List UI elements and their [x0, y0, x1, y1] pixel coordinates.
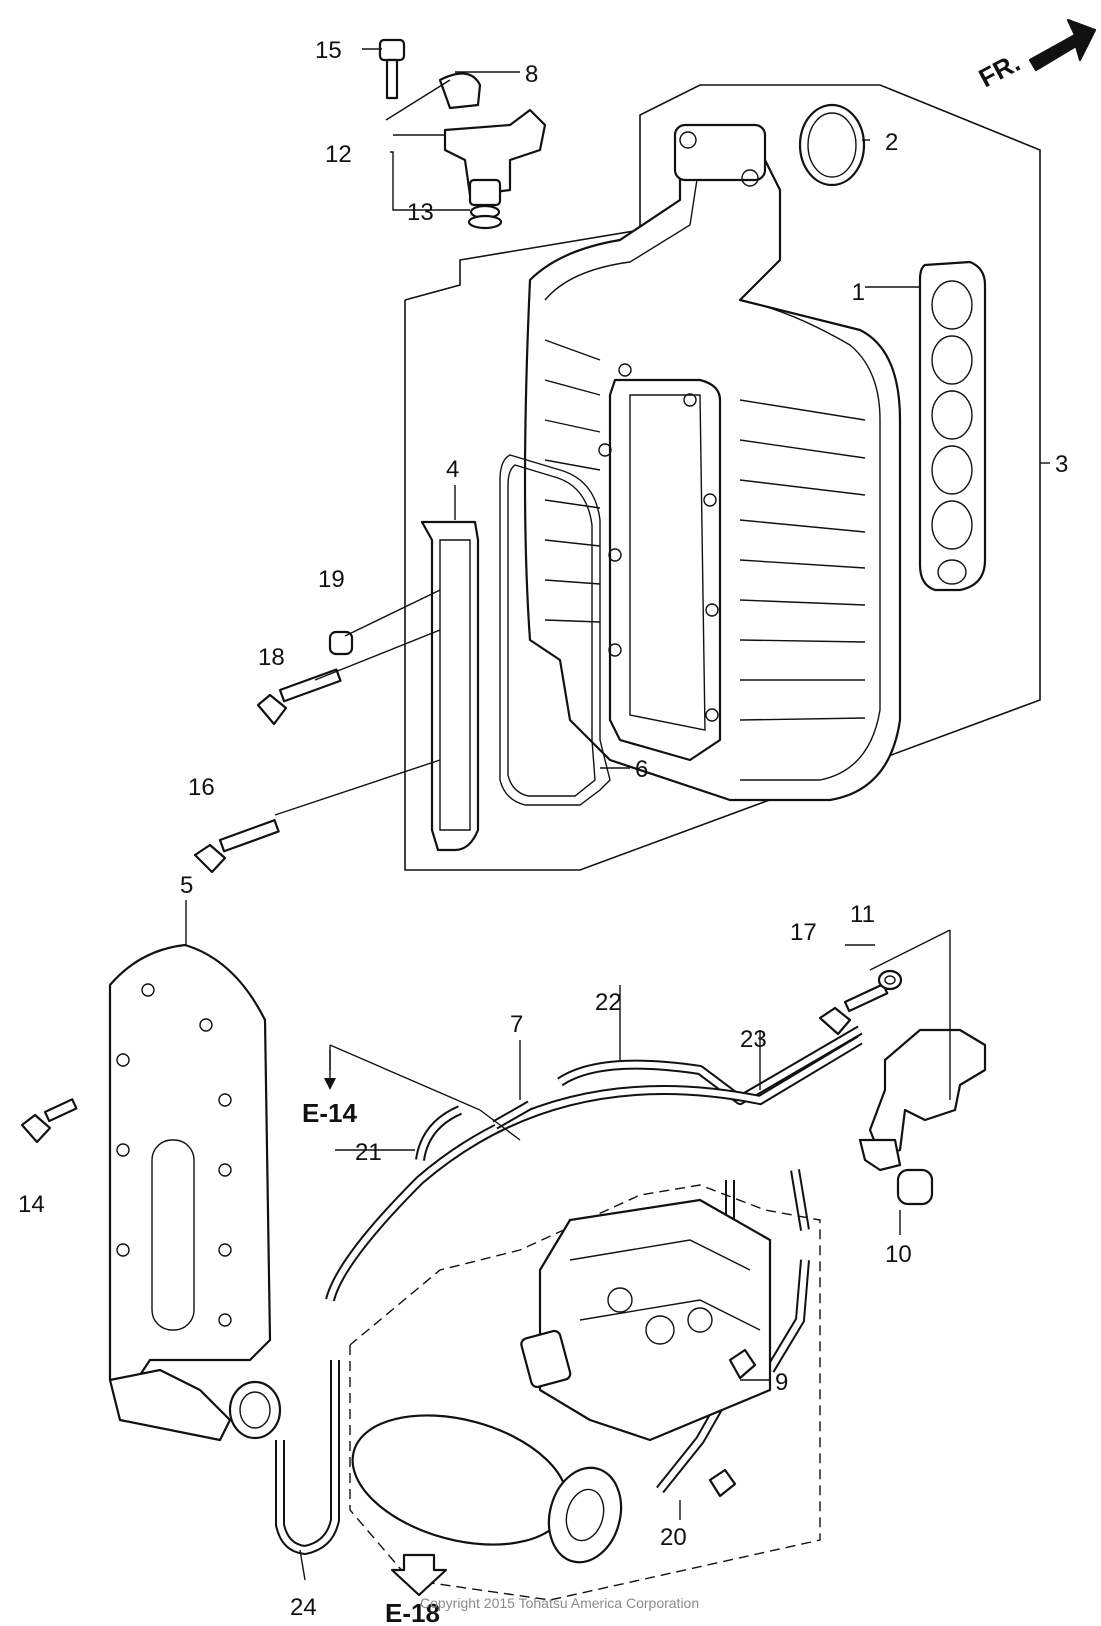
callout-8[interactable]: 8: [525, 61, 538, 88]
callout-4[interactable]: 4: [446, 456, 459, 483]
callout-20[interactable]: 20: [660, 1524, 687, 1551]
callout-19[interactable]: 19: [318, 566, 345, 593]
callout-21[interactable]: 21: [355, 1139, 382, 1166]
manifold-gasket: [918, 260, 987, 592]
callout-23[interactable]: 23: [740, 1026, 767, 1053]
bolts-left: [193, 630, 354, 874]
manifold-ribs: [544, 339, 866, 721]
upper-assembly-frame: [404, 84, 1041, 871]
cover-plate: [420, 520, 480, 852]
front-direction-indicator: FR.: [974, 18, 1097, 93]
lower-plate: [20, 943, 282, 1442]
callout-1[interactable]: 1: [852, 279, 865, 306]
callout-17[interactable]: 17: [790, 919, 817, 946]
callout-2[interactable]: 2: [885, 129, 898, 156]
callout-9[interactable]: 9: [775, 1369, 788, 1396]
callout-12[interactable]: 12: [325, 141, 352, 168]
seal-ring: [798, 103, 866, 187]
solenoid-valve: [818, 969, 987, 1206]
callout-24[interactable]: 24: [290, 1594, 317, 1621]
leader-lines: [185, 48, 1050, 1581]
copyright-text: Copyright 2015 Tohatsu America Corporati…: [420, 1595, 699, 1611]
callout-15[interactable]: 15: [315, 37, 342, 64]
callout-14[interactable]: 14: [18, 1191, 45, 1218]
callouts: 1 2 3 4 5 6 7 8 9 10 11 12 13 14 15 16 1…: [18, 37, 1068, 1621]
callout-18[interactable]: 18: [258, 644, 285, 671]
callout-3[interactable]: 3: [1055, 451, 1068, 478]
callout-6[interactable]: 6: [635, 756, 648, 783]
callout-7[interactable]: 7: [510, 1011, 523, 1038]
reference-label-e14[interactable]: E-14: [302, 1098, 357, 1128]
intake-manifold: [523, 123, 902, 802]
throttle-gasket: [499, 454, 611, 806]
reference-e14[interactable]: E-14: [302, 1050, 357, 1128]
callout-16[interactable]: 16: [188, 774, 215, 801]
front-direction-label: FR.: [974, 47, 1025, 93]
callout-22[interactable]: 22: [595, 989, 622, 1016]
pressure-sensor: [378, 38, 547, 230]
fuel-assembly: [349, 1184, 821, 1601]
reference-e18[interactable]: E-18: [385, 1553, 448, 1626]
reference-label-e18[interactable]: E-18: [385, 1598, 440, 1626]
callout-10[interactable]: 10: [885, 1241, 912, 1268]
callout-5[interactable]: 5: [180, 872, 193, 899]
callout-11[interactable]: 11: [850, 901, 875, 928]
callout-13[interactable]: 13: [407, 199, 434, 226]
